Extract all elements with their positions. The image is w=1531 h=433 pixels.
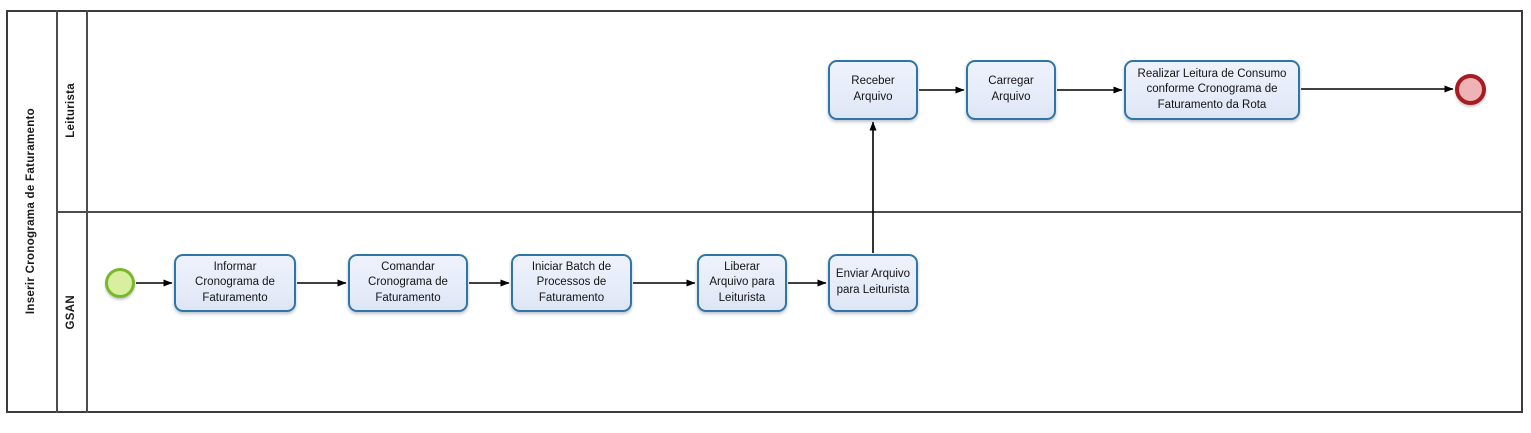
task-informar-cronograma[interactable]: Informar Cronograma de Faturamento [174, 254, 296, 312]
task-label: Iniciar Batch de Processos de Faturament… [531, 260, 612, 304]
task-liberar-arquivo[interactable]: Liberar Arquivo para Leiturista [697, 254, 787, 312]
task-carregar-arquivo[interactable]: Carregar Arquivo [966, 60, 1056, 120]
pool-title: Inserir Cronograma de Faturamento [25, 108, 37, 315]
task-label: Receber Arquivo [851, 75, 895, 103]
task-comandar-cronograma[interactable]: Comandar Cronograma de Faturamento [348, 254, 468, 312]
task-iniciar-batch[interactable]: Iniciar Batch de Processos de Faturament… [511, 254, 632, 312]
task-receber-arquivo[interactable]: Receber Arquivo [828, 60, 918, 120]
lane-divider [56, 211, 1523, 213]
task-label: Informar Cronograma de Faturamento [195, 260, 275, 304]
lane-leiturista-header: Leiturista [56, 10, 86, 211]
start-event[interactable] [105, 268, 135, 298]
end-event[interactable] [1455, 74, 1486, 105]
lane-leiturista-label: Leiturista [65, 83, 77, 138]
task-realizar-leitura[interactable]: Realizar Leitura de Consumo conforme Cro… [1124, 60, 1300, 120]
lane-gsan-label: GSAN [65, 294, 77, 330]
task-label: Comandar Cronograma de Faturamento [368, 260, 448, 304]
pool-title-bar: Inserir Cronograma de Faturamento [6, 10, 56, 413]
task-enviar-arquivo[interactable]: Enviar Arquivo para Leiturista [828, 254, 918, 312]
task-label: Carregar Arquivo [988, 75, 1034, 103]
task-label: Realizar Leitura de Consumo conforme Cro… [1137, 67, 1287, 111]
task-label: Liberar Arquivo para Leiturista [709, 260, 775, 304]
lane-gsan-header: GSAN [56, 211, 86, 413]
task-label: Enviar Arquivo para Leiturista [835, 268, 911, 296]
